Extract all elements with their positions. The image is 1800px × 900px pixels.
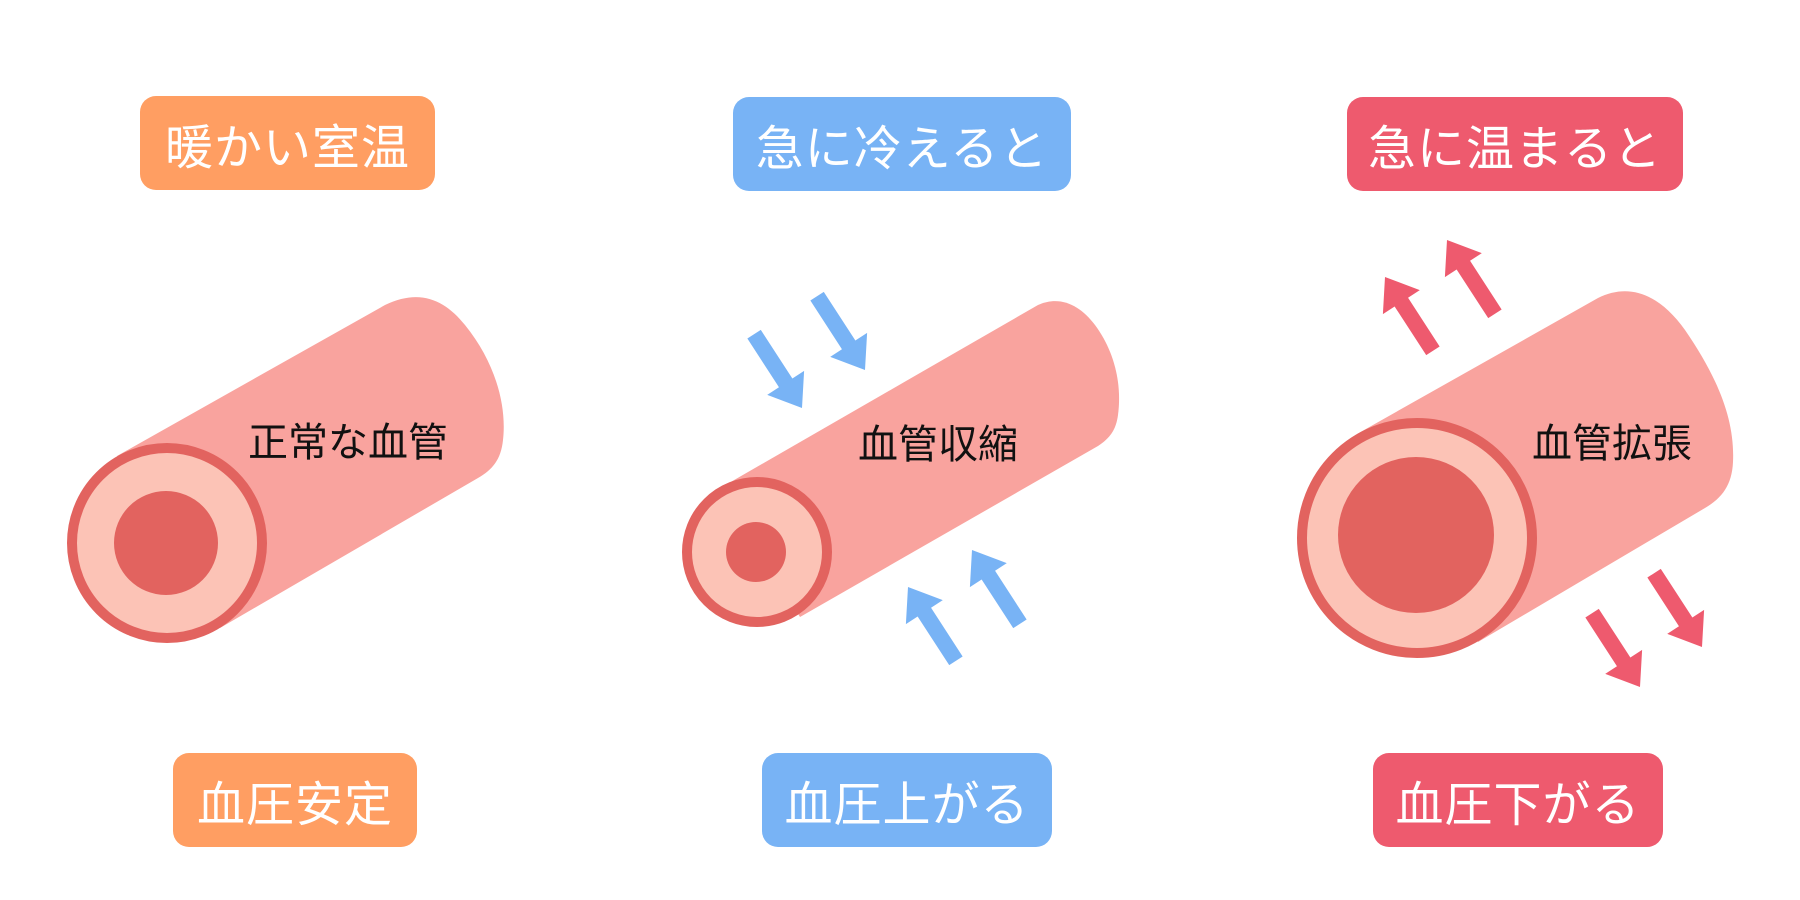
label-bp-rises: 血圧上がる xyxy=(762,753,1052,847)
vessel-dilated xyxy=(1297,240,1734,687)
label-sudden-warm-text: 急に温まると xyxy=(1367,121,1662,177)
vessel-dilated-lumen xyxy=(1338,457,1494,613)
vessel-constricted xyxy=(682,291,1120,666)
vessel-normal-lumen xyxy=(114,491,218,595)
label-sudden-warm: 急に温まると xyxy=(1347,97,1683,191)
arrow-down-right-icon xyxy=(810,291,868,370)
arrow-down-right-icon xyxy=(747,329,805,408)
vessel-dilated-label: 血管拡張 xyxy=(1532,421,1692,467)
label-bp-falls: 血圧下がる xyxy=(1373,753,1663,847)
label-bp-stable: 血圧安定 xyxy=(173,753,417,847)
vessel-normal xyxy=(67,297,504,643)
label-bp-stable-text: 血圧安定 xyxy=(196,777,393,833)
label-sudden-cold-text: 急に冷えると xyxy=(755,121,1049,177)
arrow-down-right-icon xyxy=(1585,608,1643,687)
vessel-normal-label: 正常な血管 xyxy=(248,420,448,466)
arrow-up-left-icon xyxy=(969,550,1027,629)
label-bp-rises-text: 血圧上がる xyxy=(784,777,1030,833)
arrows-inward xyxy=(747,291,1027,666)
label-bp-falls-text: 血圧下がる xyxy=(1395,777,1641,833)
vessel-constricted-lumen xyxy=(726,522,786,582)
arrow-up-left-icon xyxy=(1382,277,1440,356)
arrow-down-right-icon xyxy=(1647,568,1705,647)
label-warm-room: 暖かい室温 xyxy=(140,96,435,190)
label-warm-room-text: 暖かい室温 xyxy=(164,120,410,176)
arrow-up-left-icon xyxy=(1444,240,1502,319)
arrow-up-left-icon xyxy=(905,587,963,666)
arrows-outward xyxy=(1382,240,1705,687)
vessel-constricted-label: 血管収縮 xyxy=(858,422,1018,468)
label-sudden-cold: 急に冷えると xyxy=(733,97,1071,191)
